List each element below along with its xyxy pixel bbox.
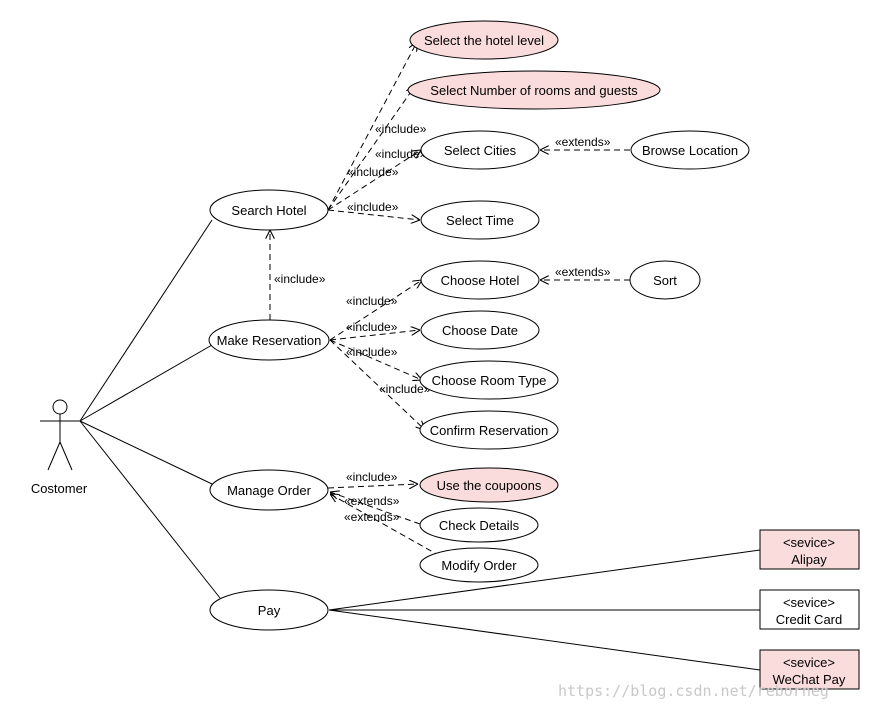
- svg-text:Select the hotel level: Select the hotel level: [424, 33, 544, 48]
- extends-label: «extends»: [555, 135, 611, 149]
- pay-associations: [328, 549, 761, 671]
- svg-text:Manage Order: Manage Order: [227, 483, 311, 498]
- service-wechat-pay[interactable]: <sevice> WeChat Pay: [759, 649, 860, 690]
- svg-text:Choose Date: Choose Date: [442, 323, 518, 338]
- svg-text:Modify Order: Modify Order: [441, 558, 517, 573]
- extends-label: «extends»: [344, 510, 400, 524]
- svg-text:Select Time: Select Time: [446, 213, 514, 228]
- svg-text:Use the coupoons: Use the coupoons: [437, 478, 542, 493]
- use-case-use-coupons[interactable]: Use the coupoons: [419, 467, 559, 503]
- use-case-check-details[interactable]: Check Details: [419, 507, 539, 543]
- include-label: «include»: [346, 345, 398, 359]
- use-case-make-reservation[interactable]: Make Reservation: [208, 319, 330, 361]
- svg-text:Make Reservation: Make Reservation: [217, 333, 322, 348]
- use-case-confirm-reservation[interactable]: Confirm Reservation: [419, 410, 559, 450]
- svg-text:Confirm Reservation: Confirm Reservation: [430, 423, 549, 438]
- include-label: «include»: [347, 200, 399, 214]
- svg-text:Browse Location: Browse Location: [642, 143, 738, 158]
- use-case-browse-location[interactable]: Browse Location: [630, 130, 750, 170]
- svg-text:Choose Room Type: Choose Room Type: [432, 373, 547, 388]
- use-case-choose-date[interactable]: Choose Date: [420, 310, 540, 350]
- svg-text:<sevice>: <sevice>: [783, 595, 835, 610]
- svg-text:WeChat Pay: WeChat Pay: [773, 672, 846, 687]
- svg-text:Check Details: Check Details: [439, 518, 520, 533]
- actor-associations: [79, 219, 221, 599]
- actor-label: Costomer: [31, 481, 88, 496]
- watermark-text: https://blog.csdn.net/reborneg: [558, 682, 829, 700]
- use-case-sort[interactable]: Sort: [629, 260, 701, 300]
- include-label: «include»: [346, 320, 398, 334]
- svg-text:Credit Card: Credit Card: [776, 612, 842, 627]
- extends-label: «extends»: [555, 265, 611, 279]
- use-case-search-hotel[interactable]: Search Hotel: [209, 189, 329, 231]
- use-case-choose-hotel[interactable]: Choose Hotel: [420, 260, 540, 300]
- include-label: «include»: [347, 165, 399, 179]
- extends-label: «extends»: [344, 494, 400, 508]
- svg-text:Choose Hotel: Choose Hotel: [441, 273, 520, 288]
- svg-text:Alipay: Alipay: [791, 552, 827, 567]
- svg-text:Pay: Pay: [258, 603, 281, 618]
- service-alipay[interactable]: <sevice> Alipay: [759, 529, 860, 570]
- use-case-modify-order[interactable]: Modify Order: [419, 547, 539, 583]
- svg-text:Select Cities: Select Cities: [444, 143, 517, 158]
- dependencies: [270, 42, 630, 557]
- use-case-manage-order[interactable]: Manage Order: [209, 469, 329, 511]
- actor-customer[interactable]: Costomer: [31, 399, 88, 496]
- use-case-select-hotel-level[interactable]: Select the hotel level: [409, 20, 559, 60]
- include-label: «include»: [346, 294, 398, 308]
- include-label: «include»: [375, 147, 427, 161]
- use-case-select-rooms-guests[interactable]: Select Number of rooms and guests: [407, 70, 661, 110]
- include-label: «include»: [379, 382, 431, 396]
- include-label: «include»: [274, 272, 326, 286]
- svg-text:<sevice>: <sevice>: [783, 535, 835, 550]
- use-case-select-time[interactable]: Select Time: [420, 200, 540, 240]
- use-case-choose-room-type[interactable]: Choose Room Type: [419, 360, 559, 400]
- include-label: «include»: [375, 122, 427, 136]
- stereotype-labels: «include» «include» «include» «include» …: [274, 122, 611, 524]
- svg-text:Search Hotel: Search Hotel: [231, 203, 306, 218]
- use-case-select-cities[interactable]: Select Cities: [420, 130, 540, 170]
- service-credit-card[interactable]: <sevice> Credit Card: [759, 589, 860, 630]
- svg-text:Sort: Sort: [653, 273, 677, 288]
- use-case-pay[interactable]: Pay: [209, 589, 329, 631]
- svg-text:Select Number of rooms and gue: Select Number of rooms and guests: [430, 83, 638, 98]
- svg-text:<sevice>: <sevice>: [783, 655, 835, 670]
- include-label: «include»: [346, 470, 398, 484]
